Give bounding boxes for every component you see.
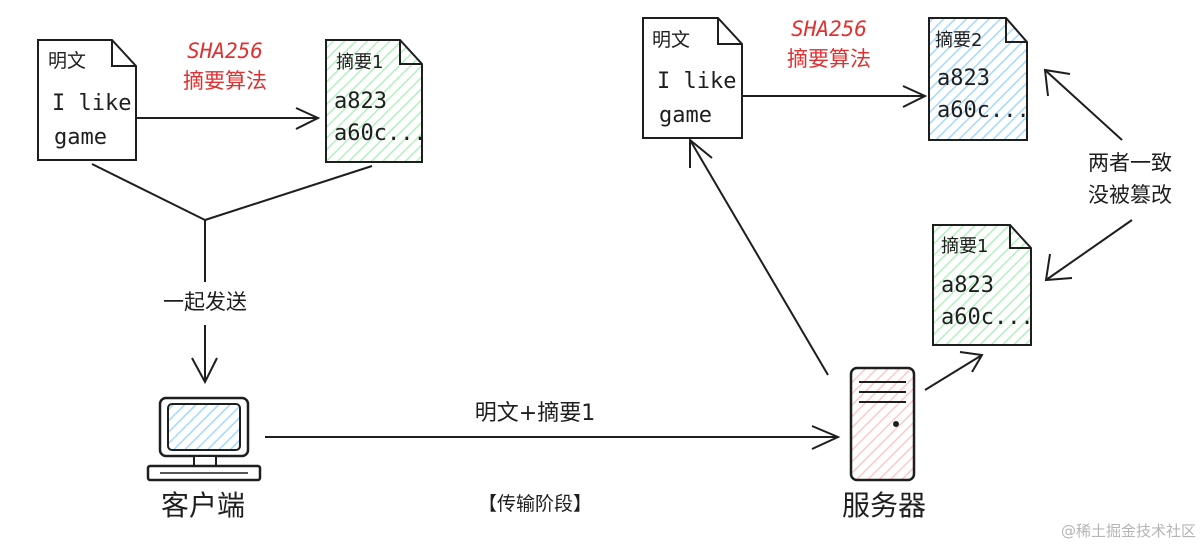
client-plaintext-line2: game bbox=[54, 125, 107, 150]
client-digest-document: 摘要1 a823 a60c... bbox=[325, 39, 427, 163]
merge-connector bbox=[91, 163, 373, 282]
server-plaintext-line1: I like bbox=[657, 69, 736, 94]
server-icon bbox=[849, 366, 916, 482]
computer-icon bbox=[146, 396, 262, 482]
server-plaintext-line2: game bbox=[659, 103, 712, 128]
server-plaintext-document: 明文 I like game bbox=[642, 17, 743, 139]
compare-arrow-up bbox=[1043, 68, 1123, 141]
send-down-arrow bbox=[191, 325, 218, 385]
server-digest2-document: 摘要2 a823 a60c... bbox=[928, 17, 1030, 141]
stage-label: 【传输阶段】 bbox=[478, 493, 592, 515]
server-digest1-line1: a823 bbox=[941, 273, 994, 298]
client-plaintext-label: 明文 bbox=[48, 50, 86, 72]
server-label: 服务器 bbox=[842, 489, 926, 522]
server-digest2-line2: a60c... bbox=[937, 98, 1030, 123]
server-plaintext-label: 明文 bbox=[652, 29, 690, 51]
server-to-plaintext-arrow bbox=[689, 137, 829, 376]
watermark: @稀土掘金技术社区 bbox=[1061, 522, 1196, 540]
server-algo-label-line1: SHA256 bbox=[791, 17, 867, 41]
server-hash-arrow bbox=[743, 85, 928, 108]
compare-label-line1: 两者一致 bbox=[1088, 151, 1172, 175]
send-together-label: 一起发送 bbox=[163, 290, 247, 314]
transfer-label: 明文+摘要1 bbox=[475, 401, 595, 426]
client-digest-line1: a823 bbox=[334, 89, 387, 114]
server-digest1-label: 摘要1 bbox=[941, 236, 988, 257]
client-plaintext-document: 明文 I like game bbox=[37, 39, 137, 161]
compare-arrow-down bbox=[1044, 219, 1133, 282]
transfer-arrow bbox=[265, 425, 841, 450]
client-algo-label-line2: 摘要算法 bbox=[183, 69, 267, 93]
compare-label-line2: 没被篡改 bbox=[1088, 183, 1172, 207]
server-digest1-document: 摘要1 a823 a60c... bbox=[932, 224, 1034, 346]
server-digest2-label: 摘要2 bbox=[935, 30, 982, 51]
client-label: 客户端 bbox=[161, 489, 245, 522]
client-digest-line2: a60c... bbox=[334, 121, 427, 146]
client-hash-arrow bbox=[137, 107, 321, 130]
client-plaintext-line1: I like bbox=[52, 91, 131, 116]
server-digest2-line1: a823 bbox=[937, 66, 990, 91]
server-digest1-line2: a60c... bbox=[941, 305, 1034, 330]
client-algo-label-line1: SHA256 bbox=[187, 39, 263, 63]
server-to-digest1-arrow bbox=[924, 351, 984, 391]
client-digest-label: 摘要1 bbox=[336, 52, 383, 73]
server-algo-label-line2: 摘要算法 bbox=[787, 47, 871, 71]
